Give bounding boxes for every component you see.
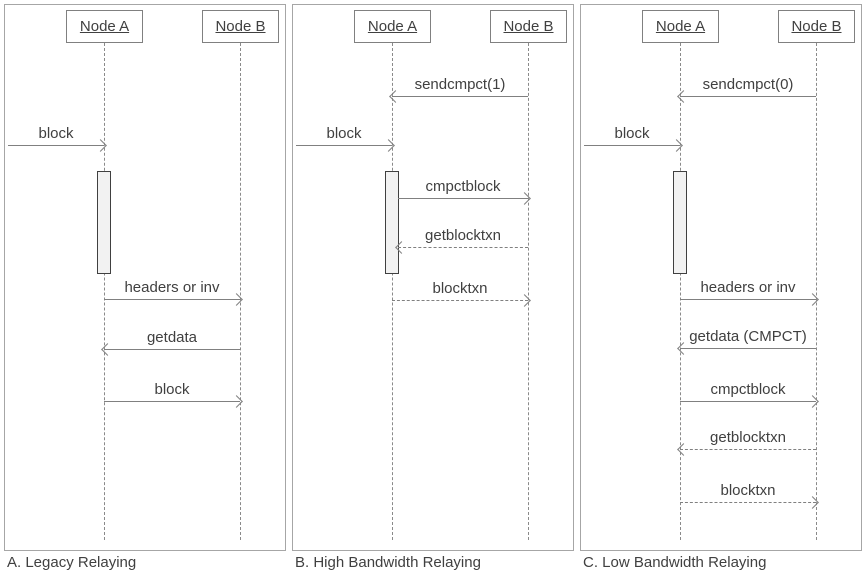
node-b-label: Node B bbox=[215, 18, 266, 35]
message-sendcmpct-1: sendcmpct(1) bbox=[389, 76, 528, 103]
message-label: sendcmpct(1) bbox=[414, 76, 506, 93]
message-line bbox=[392, 300, 528, 301]
lifeline-node-a bbox=[104, 43, 105, 540]
message-line bbox=[680, 449, 816, 450]
message-block-relay: block bbox=[104, 381, 243, 408]
panel-caption: B. High Bandwidth Relaying bbox=[295, 554, 481, 571]
lifeline-node-b bbox=[816, 43, 817, 540]
node-b-label: Node B bbox=[791, 18, 842, 35]
message-getblocktxn: getblocktxn bbox=[677, 429, 816, 456]
message-blocktxn: blocktxn bbox=[392, 280, 531, 307]
message-label: block bbox=[38, 125, 74, 142]
message-label: block bbox=[154, 381, 190, 398]
message-block-incoming: block bbox=[584, 125, 683, 152]
message-line bbox=[584, 145, 680, 146]
activation-bar bbox=[97, 171, 111, 274]
message-label: getdata (CMPCT) bbox=[689, 328, 807, 345]
panel-frame bbox=[580, 4, 862, 551]
message-blocktxn: blocktxn bbox=[680, 482, 819, 509]
message-headers-or-inv: headers or inv bbox=[680, 279, 819, 306]
panel-frame bbox=[4, 4, 286, 551]
node-b-label: Node B bbox=[503, 18, 554, 35]
lifeline-node-a bbox=[680, 43, 681, 540]
node-a-label: Node A bbox=[367, 18, 418, 35]
message-getdata: getdata bbox=[101, 329, 240, 356]
lifeline-node-a bbox=[392, 43, 393, 540]
message-block-incoming: block bbox=[296, 125, 395, 152]
node-a-box: Node A bbox=[354, 10, 431, 43]
message-label: block bbox=[614, 125, 650, 142]
panel-caption: A. Legacy Relaying bbox=[7, 554, 137, 571]
panel-low-bandwidth-relaying: Node A Node B sendcmpct(0) block headers… bbox=[580, 0, 862, 581]
panel-legacy-relaying: Node A Node B block headers or inv getda… bbox=[4, 0, 286, 581]
lifeline-node-b bbox=[528, 43, 529, 540]
message-line bbox=[680, 348, 816, 349]
activation-bar bbox=[385, 171, 399, 274]
message-line bbox=[104, 299, 240, 300]
message-label: blocktxn bbox=[432, 280, 488, 297]
message-sendcmpct-0: sendcmpct(0) bbox=[677, 76, 816, 103]
node-a-label: Node A bbox=[79, 18, 130, 35]
message-label: getblocktxn bbox=[710, 429, 786, 446]
message-line bbox=[398, 247, 528, 248]
message-line bbox=[296, 145, 392, 146]
message-label: cmpctblock bbox=[425, 178, 501, 195]
message-label: sendcmpct(0) bbox=[702, 76, 794, 93]
message-line bbox=[398, 198, 528, 199]
message-block-incoming: block bbox=[8, 125, 107, 152]
message-line bbox=[680, 96, 816, 97]
message-cmpctblock: cmpctblock bbox=[680, 381, 819, 408]
message-label: block bbox=[326, 125, 362, 142]
message-label: getdata bbox=[146, 329, 198, 346]
message-getblocktxn: getblocktxn bbox=[395, 227, 528, 254]
node-a-box: Node A bbox=[66, 10, 143, 43]
node-b-box: Node B bbox=[778, 10, 855, 43]
message-line bbox=[680, 502, 816, 503]
message-label: blocktxn bbox=[720, 482, 776, 499]
message-line bbox=[680, 299, 816, 300]
message-line bbox=[104, 349, 240, 350]
message-line bbox=[680, 401, 816, 402]
panel-frame bbox=[292, 4, 574, 551]
message-line bbox=[8, 145, 104, 146]
message-cmpctblock: cmpctblock bbox=[398, 178, 531, 205]
panel-high-bandwidth-relaying: Node A Node B sendcmpct(1) block cmpctbl… bbox=[292, 0, 574, 581]
activation-bar bbox=[673, 171, 687, 274]
message-line bbox=[104, 401, 240, 402]
node-a-label: Node A bbox=[655, 18, 706, 35]
message-label: cmpctblock bbox=[710, 381, 786, 398]
panel-caption: C. Low Bandwidth Relaying bbox=[583, 554, 767, 571]
lifeline-node-b bbox=[240, 43, 241, 540]
node-b-box: Node B bbox=[202, 10, 279, 43]
message-line bbox=[392, 96, 528, 97]
message-getdata-cmpct: getdata (CMPCT) bbox=[677, 328, 816, 355]
message-label: headers or inv bbox=[124, 279, 220, 296]
node-a-box: Node A bbox=[642, 10, 719, 43]
message-label: getblocktxn bbox=[425, 227, 501, 244]
node-b-box: Node B bbox=[490, 10, 567, 43]
message-label: headers or inv bbox=[700, 279, 796, 296]
message-headers-or-inv: headers or inv bbox=[104, 279, 243, 306]
